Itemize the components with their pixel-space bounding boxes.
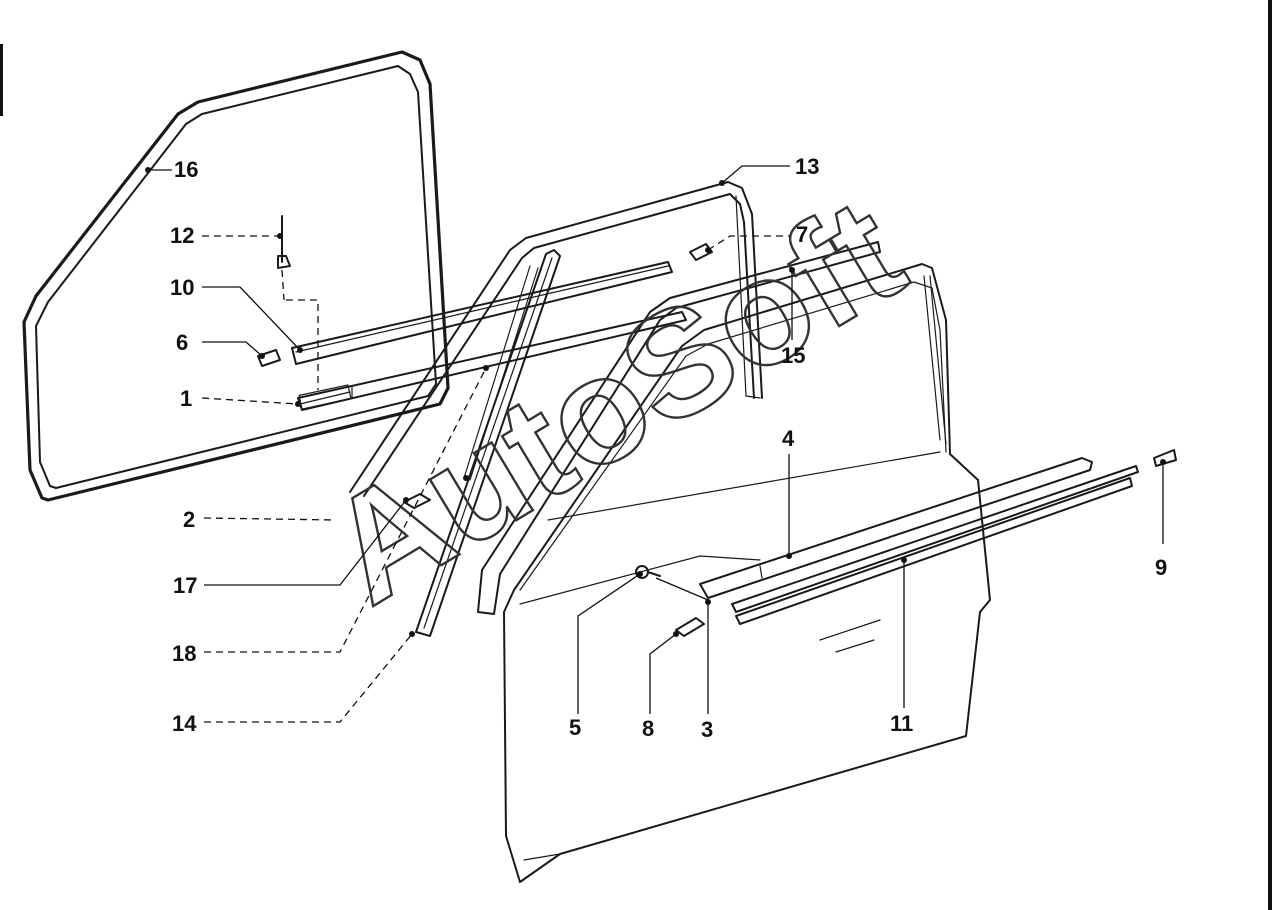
callout-4: 4 (782, 426, 795, 451)
leader-10 (202, 286, 301, 351)
watermark-text: AutoSoft (300, 165, 929, 635)
callout-10: 10 (170, 275, 194, 300)
part-15-door-frame-seal (477, 241, 881, 615)
leader-17 (204, 499, 407, 586)
callout-labels: 16 12 10 6 1 2 17 18 14 13 7 15 4 5 8 3 … (170, 154, 1167, 742)
part-17-clip (403, 493, 431, 509)
part-4-outer-moulding (699, 457, 1093, 599)
part-5-screw (635, 565, 661, 579)
leader-lines (148, 165, 1164, 723)
callout-7: 7 (796, 222, 808, 247)
part-9-cap (1153, 449, 1177, 467)
callout-14: 14 (172, 711, 197, 736)
right-edge-mark (1268, 0, 1272, 910)
callout-16: 16 (174, 157, 198, 182)
leader-14 (204, 633, 413, 723)
leader-12 (202, 235, 285, 301)
leader-1 (201, 397, 299, 405)
part-6-clip (257, 349, 281, 367)
leader-8 (649, 633, 677, 714)
part-8-clip (675, 617, 705, 637)
leader-5b (655, 577, 709, 601)
callout-8: 8 (642, 716, 654, 741)
callout-18: 18 (172, 641, 196, 666)
part-14-channel-strip (415, 249, 561, 637)
part-3-moulding-strip (731, 465, 1139, 625)
leader-5 (577, 573, 641, 714)
left-edge-mark (0, 44, 3, 116)
callout-6: 6 (176, 330, 188, 355)
leader-18 (204, 367, 487, 653)
part-7-clip (689, 243, 713, 261)
part-12-pin (277, 215, 291, 269)
leader-2 (203, 517, 337, 521)
callout-13: 13 (795, 154, 819, 179)
leader-dots (145, 167, 1166, 637)
part-16-window-seal-frame (22, 50, 450, 502)
part-10-belt-moulding (291, 261, 673, 365)
leader-6 (202, 341, 263, 357)
part-1-belt-strip (297, 311, 687, 411)
leader-7 (707, 235, 790, 251)
part-11-door-shell (503, 263, 991, 883)
callout-9: 9 (1155, 555, 1167, 580)
callout-17: 17 (173, 573, 197, 598)
callout-15: 15 (781, 343, 805, 368)
leader-13 (721, 165, 790, 184)
callout-12: 12 (170, 223, 194, 248)
callout-11: 11 (890, 711, 913, 736)
callout-1: 1 (180, 386, 192, 411)
part-13-window-channel (349, 181, 763, 497)
callout-2: 2 (183, 507, 195, 532)
callout-5: 5 (569, 715, 581, 740)
callout-3: 3 (701, 717, 713, 742)
